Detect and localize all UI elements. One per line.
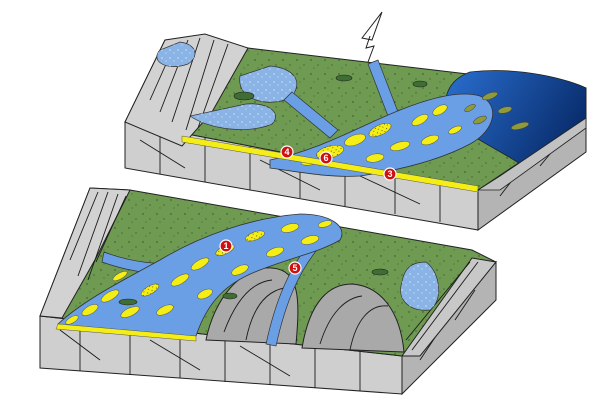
top-right-ridge — [476, 117, 587, 191]
top-tributary-1 — [283, 91, 339, 139]
marker-4: 4 — [280, 145, 294, 159]
marker-6: 6 — [319, 151, 333, 165]
north-arrow-icon — [361, 11, 383, 63]
svg-text:6: 6 — [323, 153, 328, 163]
svg-text:5: 5 — [292, 263, 297, 273]
svg-text:3: 3 — [387, 169, 392, 179]
marker-1: 1 — [219, 239, 233, 253]
svg-text:1: 1 — [223, 241, 228, 251]
top-block: 4 6 3 — [124, 33, 587, 231]
marker-5: 5 — [288, 261, 302, 275]
marker-3: 3 — [383, 167, 397, 181]
top-left-ridge — [124, 33, 249, 147]
top-deep-bars — [464, 91, 529, 130]
bottom-bedrock-dome-2 — [301, 283, 405, 353]
svg-text:4: 4 — [284, 147, 289, 157]
bottom-block: 1 5 — [39, 187, 497, 396]
